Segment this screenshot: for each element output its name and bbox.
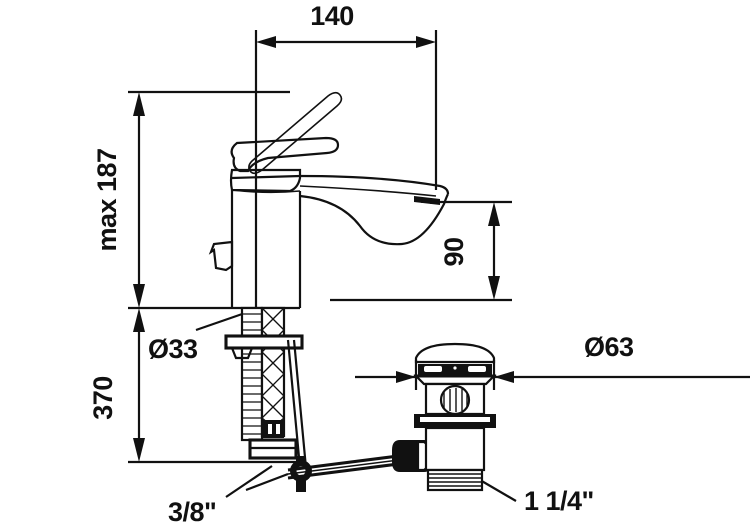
lever-handle-raised-outline: [248, 91, 343, 175]
leader-diameter-33: [195, 310, 249, 332]
waste-lower-body: [424, 426, 486, 472]
waste-upper-barrel: [424, 382, 486, 416]
popup-linkage: [245, 440, 471, 492]
cartridge-collar: [229, 168, 302, 193]
dimension-140: [256, 36, 436, 48]
dimension-thread-3-8-label: 3/8": [168, 497, 216, 527]
faucet-assembly: [208, 91, 450, 308]
aerator: [414, 196, 440, 205]
dimension-diameter-33-label: Ø33: [148, 334, 198, 364]
waste-collar: [414, 414, 496, 428]
lift-rod-tail: [245, 472, 289, 492]
dimension-diameter-63-label: Ø63: [584, 332, 634, 362]
dimension-140-label: 140: [310, 1, 354, 31]
dimension-thread-1-1-4-label: 1 1/4": [524, 486, 594, 516]
waste-threaded-outlet: [426, 468, 484, 492]
dimension-max-187-label: max 187: [92, 148, 122, 251]
dimension-max-187: [133, 92, 145, 308]
dimension-370-label: 370: [88, 376, 118, 420]
popup-pull-rod: [286, 339, 308, 469]
faucet-body-column: [230, 189, 302, 308]
popup-waste-assembly: [413, 342, 497, 492]
supply-nut: [248, 438, 298, 460]
threaded-shank: [240, 306, 264, 442]
spout: [299, 174, 450, 246]
waste-stopper-cap: [414, 342, 496, 376]
mounting-washer: [224, 334, 304, 360]
waste-flange: [413, 374, 497, 386]
dimension-90-label: 90: [439, 237, 469, 266]
lever-handle: [230, 136, 340, 173]
hose-sleeve: [262, 420, 284, 438]
dimension-90: [488, 202, 500, 300]
leader-thread-3-8: [225, 465, 273, 498]
flexible-supply-hose: [260, 306, 286, 438]
dimension-370: [133, 308, 145, 462]
popup-lever-stub: [208, 240, 234, 272]
under-deck-assembly: [224, 306, 308, 469]
